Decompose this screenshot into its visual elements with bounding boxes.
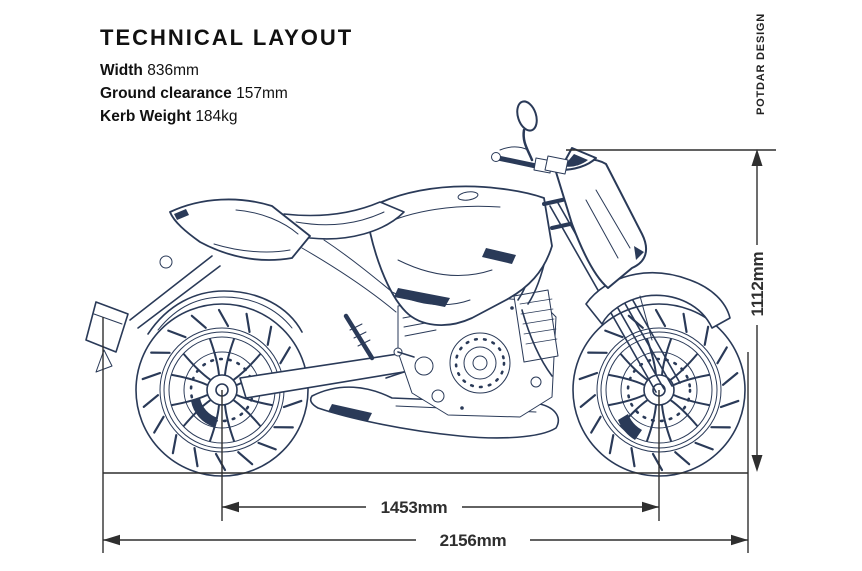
tail-unit (169, 198, 311, 261)
spec-ground-clearance-label: Ground clearance (100, 85, 232, 103)
taillight (174, 209, 189, 220)
footpeg (385, 347, 415, 379)
wheelbase-dimension-label: 1453mm (381, 498, 448, 517)
shroud-vent-slot (482, 248, 516, 264)
motorcycle-illustration (85, 100, 746, 477)
rear-shock (343, 313, 375, 361)
handlebar (491, 146, 569, 175)
grab-rail (235, 209, 299, 235)
licence-plate (85, 301, 129, 353)
wheelbase-dimension: 1453mm (222, 498, 659, 517)
front-fender (585, 272, 731, 341)
fuel-cap (457, 191, 479, 201)
headlight-cowl (555, 147, 648, 289)
seat (283, 201, 405, 240)
bar-end (491, 152, 501, 162)
exhaust-downpipe (521, 309, 553, 377)
height-dimension: 1112mm (748, 149, 767, 472)
spec-header: TECHNICAL LAYOUT Width 836mm Ground clea… (100, 25, 354, 128)
front-brake-caliper (618, 414, 642, 440)
spec-ground-clearance-value: 157mm (236, 85, 288, 103)
mudflap (95, 349, 113, 373)
belly-exhaust (309, 386, 560, 439)
height-dimension-label: 1112mm (748, 251, 767, 316)
spec-width-value: 836mm (147, 62, 199, 80)
rear-plate-hanger (85, 255, 221, 373)
spec-width-label: Width (100, 62, 143, 80)
brake-lever (499, 146, 529, 151)
page-title: TECHNICAL LAYOUT (100, 25, 354, 50)
spec-kerb-weight-label: Kerb Weight (100, 108, 191, 126)
mirror (516, 100, 538, 162)
rear-brake-caliper (191, 398, 218, 427)
rear-fender (147, 290, 303, 335)
spec-kerb-weight-value: 184kg (195, 108, 238, 126)
overall-length-dimension-label: 2156mm (440, 531, 507, 550)
spec-width: Width 836mm (100, 59, 353, 82)
tank-vent-slot (394, 288, 450, 307)
radiator (513, 289, 559, 363)
spec-kerb-weight: Kerb Weight 184kg (100, 105, 353, 128)
instrument-cluster (544, 155, 569, 175)
spec-ground-clearance: Ground clearance 157mm (100, 82, 353, 105)
dimension-annotations: 1112mm 1453mm 2156mm (102, 149, 776, 553)
fuel-tank (365, 185, 553, 326)
overall-length-dimension: 2156mm (103, 531, 748, 550)
